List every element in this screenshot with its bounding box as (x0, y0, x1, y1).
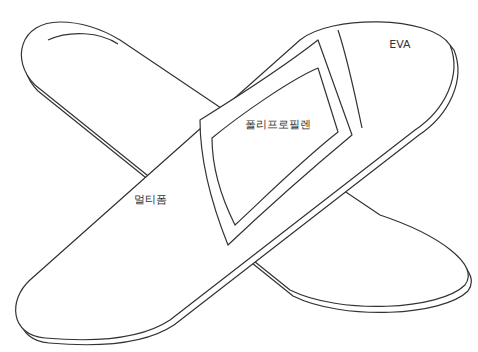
part-label: 폴리프로필렌 (243, 118, 313, 132)
part-label: EVA (387, 38, 412, 52)
strap (200, 40, 352, 245)
back-heel-line (48, 34, 118, 44)
front-sole (16, 22, 454, 340)
strap-panel (212, 68, 338, 225)
part-label: 멀티폼 (132, 193, 169, 207)
